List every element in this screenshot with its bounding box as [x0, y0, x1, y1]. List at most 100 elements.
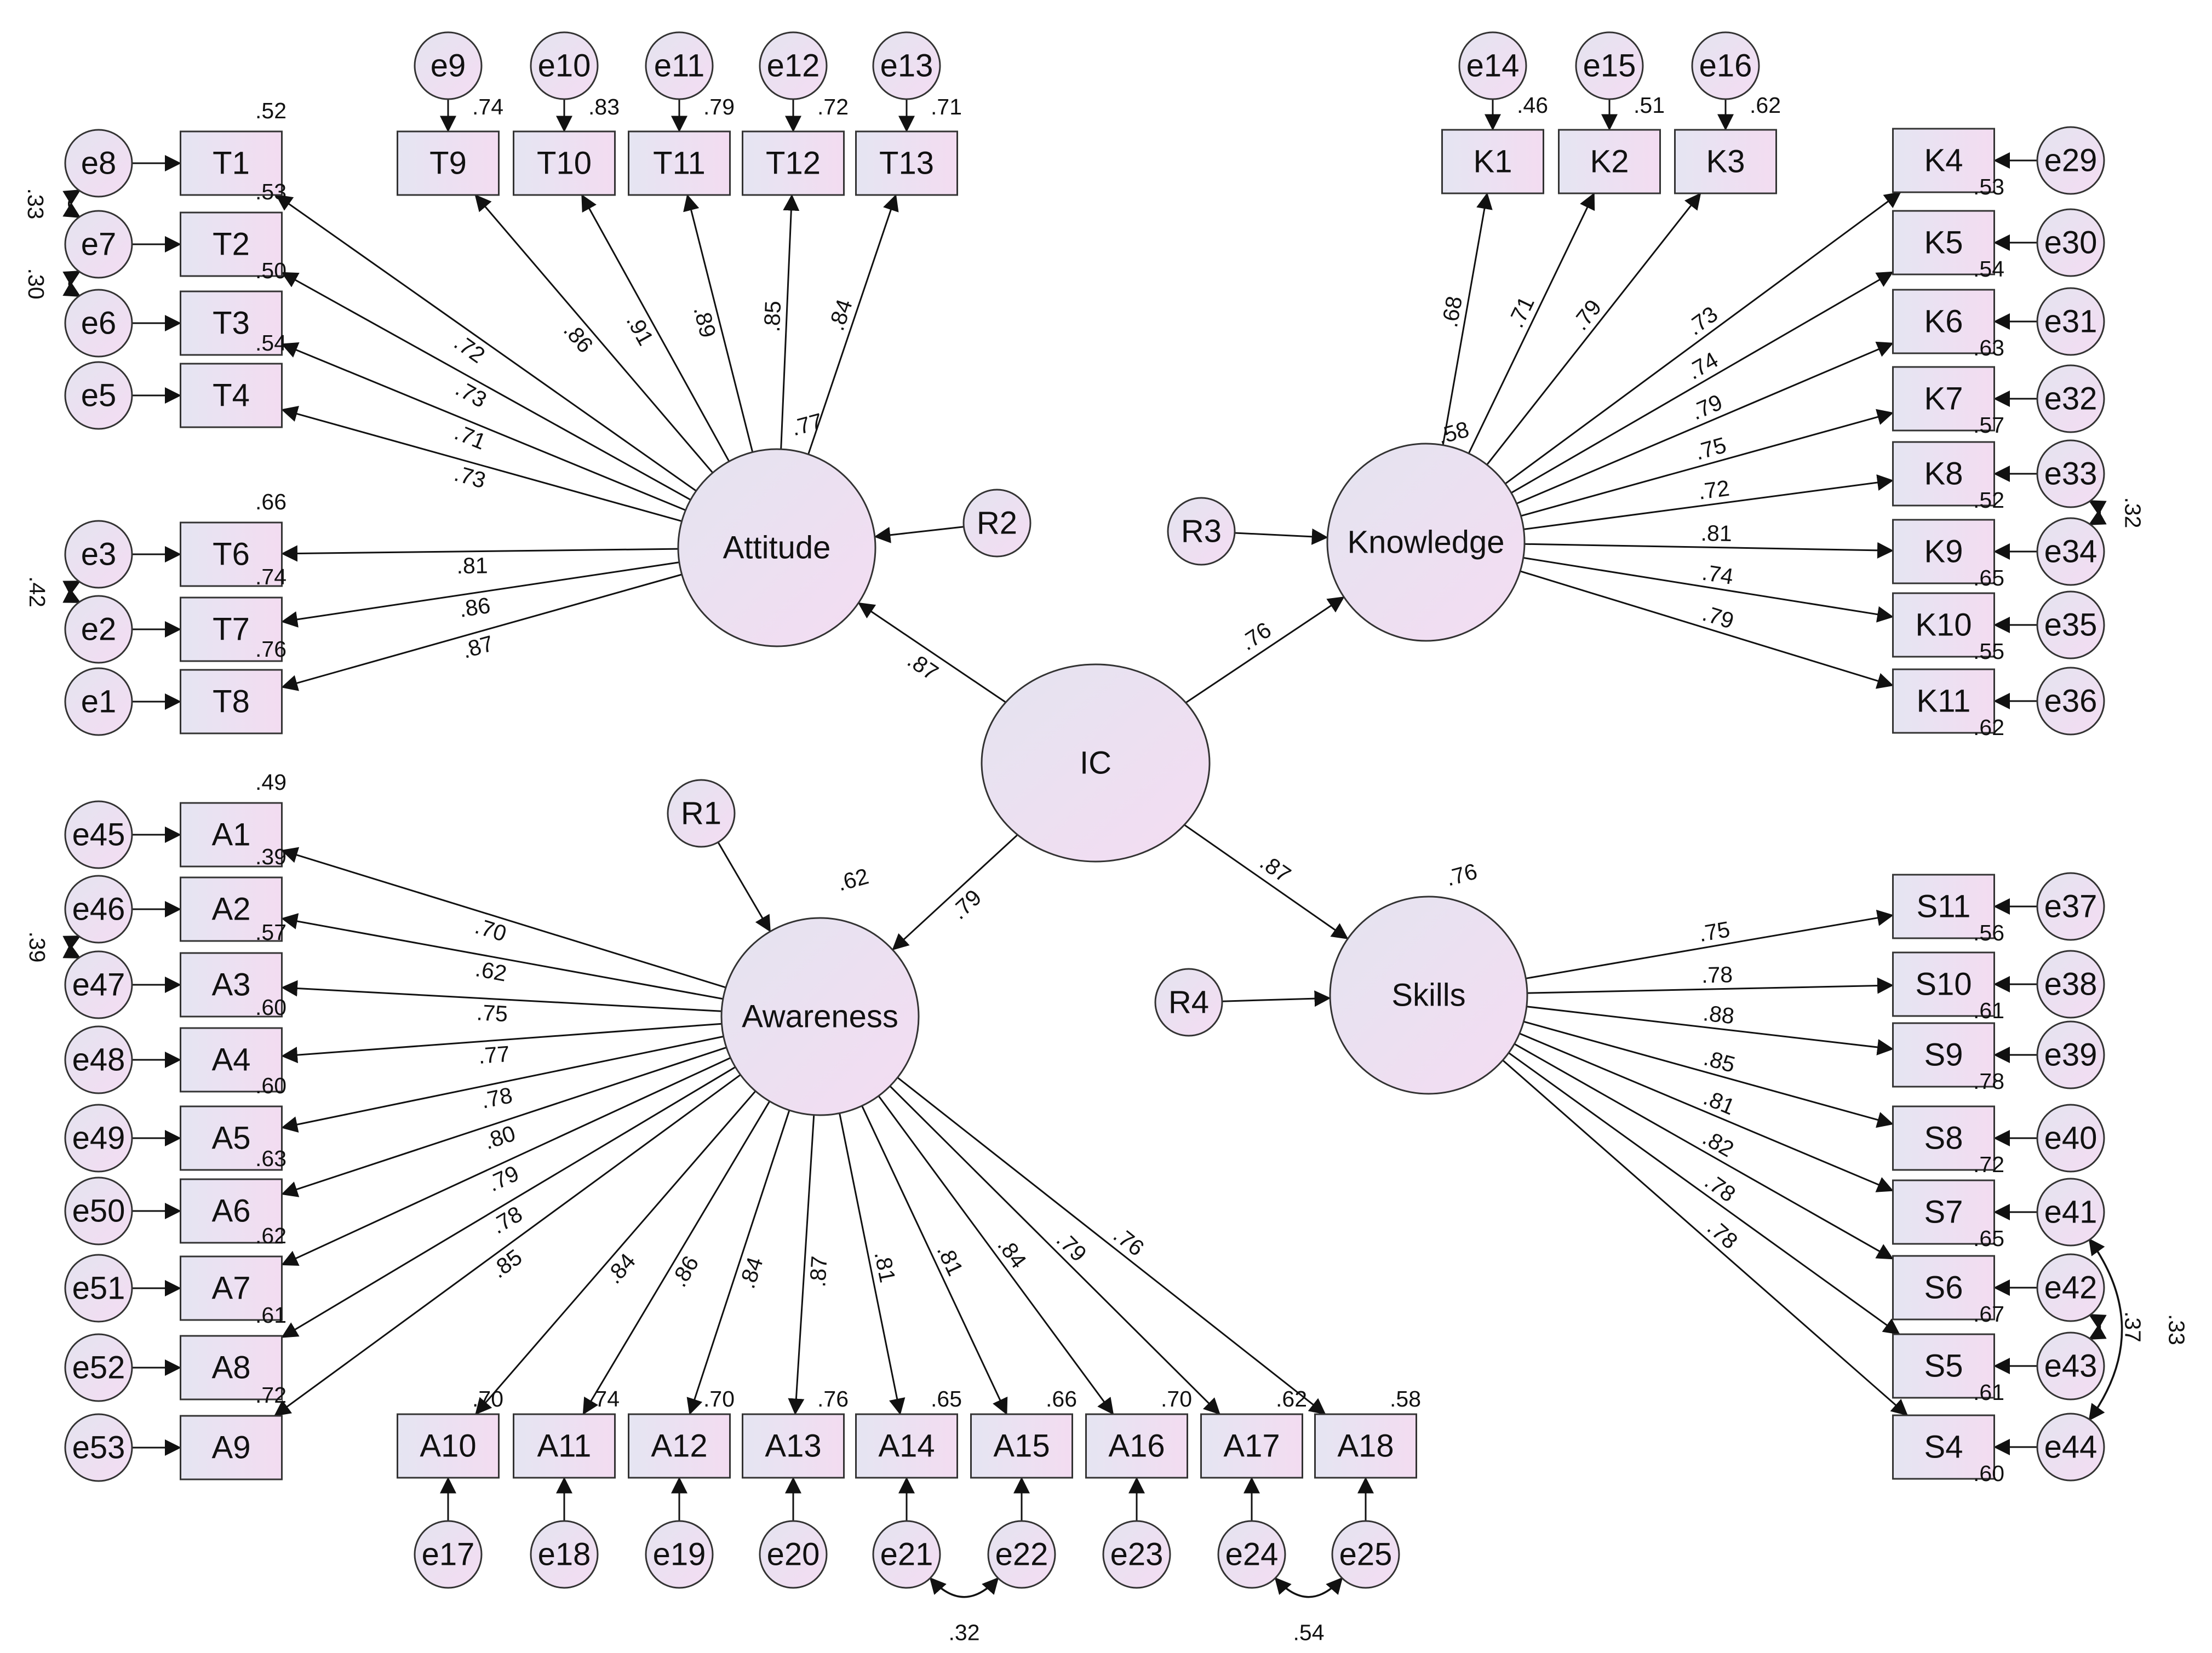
loading-path-t8 [281, 573, 683, 691]
r2-label-a2: .39 [255, 844, 286, 869]
indicator-k3 [1674, 129, 1777, 194]
error-e24 [1217, 1520, 1286, 1589]
indicator-a16 [1085, 1413, 1188, 1479]
error-label-e41: e41 [2044, 1195, 2098, 1230]
indicator-a5 [180, 1105, 283, 1171]
indicator-a7 [180, 1255, 283, 1321]
loading-path-t12 [780, 194, 800, 450]
error-e14 [1458, 31, 1527, 100]
r2-label-s8: .72 [1973, 1152, 2004, 1177]
indicator-label-k5: K5 [1924, 225, 1963, 261]
loading-path-s5 [1508, 1052, 1900, 1335]
r2-label-a18: .58 [1390, 1386, 1421, 1411]
error-e18 [530, 1520, 599, 1589]
error-label-e45: e45 [72, 817, 125, 853]
loading-path-a9 [274, 1074, 741, 1417]
loading-label-a5: .78 [479, 1082, 514, 1114]
loading-path-t1 [276, 194, 697, 492]
error-e11 [645, 31, 714, 100]
error-e38 [2036, 950, 2105, 1019]
indicator-a11 [513, 1413, 616, 1479]
loading-label-s6: .82 [1699, 1124, 1738, 1162]
r2-label-s7: .65 [1973, 1226, 2004, 1251]
loading-path-k2 [1468, 192, 1595, 454]
indicator-k9 [1892, 519, 1995, 584]
r2-label-a5: .60 [255, 1073, 286, 1098]
covariance-e8-e7 [62, 189, 81, 219]
indicator-k4 [1892, 128, 1995, 193]
error-label-e14: e14 [1466, 48, 1520, 84]
covariance-label-e24-e25: .54 [1293, 1620, 1325, 1645]
structural-label-skills: .87 [1256, 849, 1296, 887]
indicator-k5 [1892, 210, 1995, 276]
r2-label-t4: .54 [255, 330, 286, 355]
loading-path-a7 [281, 1057, 731, 1266]
r2-label-s9: .78 [1973, 1069, 2004, 1094]
error-label-e5: e5 [81, 378, 117, 414]
r2-label-a11: .74 [588, 1386, 620, 1411]
indicator-s7 [1892, 1179, 1995, 1245]
indicator-label-k1: K1 [1474, 144, 1512, 180]
indicator-t4 [180, 363, 283, 428]
structural-label-attitude: .87 [903, 647, 943, 685]
error-e43 [2036, 1331, 2105, 1401]
r2-label-t7: .74 [255, 564, 286, 589]
indicator-t6 [180, 521, 283, 587]
error-e16 [1691, 31, 1760, 100]
loading-label-k5: .74 [1683, 347, 1722, 384]
indicator-k2 [1558, 129, 1661, 194]
indicator-a3 [180, 952, 283, 1018]
r2-label-s4: .60 [1973, 1461, 2004, 1486]
error-label-e47: e47 [72, 967, 125, 1003]
residual-r4 [1154, 968, 1223, 1037]
error-label-e25: e25 [1339, 1537, 1392, 1572]
indicator-label-k8: K8 [1924, 456, 1963, 492]
error-e23 [1102, 1520, 1171, 1589]
loading-path-a12 [686, 1110, 790, 1415]
loading-label-a13: .87 [805, 1255, 832, 1288]
error-label-e11: e11 [654, 48, 704, 84]
indicator-a1 [180, 802, 283, 868]
covariance-label-e46-e47: .39 [25, 932, 50, 963]
error-e31 [2036, 287, 2105, 356]
error-label-e32: e32 [2044, 381, 2098, 417]
latent-r2-attitude: .77 [789, 408, 826, 440]
error-e35 [2036, 590, 2105, 659]
latent-r2-skills: .76 [1443, 858, 1480, 891]
r2-label-s10: .61 [1973, 998, 2004, 1023]
error-label-e2: e2 [81, 612, 117, 647]
error-e42 [2036, 1253, 2105, 1322]
residual-path-r2 [874, 526, 964, 543]
indicator-label-t8: T8 [213, 684, 250, 720]
r2-label-a7: .62 [255, 1223, 286, 1248]
error-label-e39: e39 [2044, 1037, 2098, 1073]
indicator-t12 [742, 130, 845, 196]
error-label-e33: e33 [2044, 456, 2098, 492]
indicator-a14 [855, 1413, 958, 1479]
residual-label-r1: R1 [681, 796, 721, 831]
error-label-e22: e22 [995, 1537, 1048, 1572]
r2-label-k9: .65 [1973, 565, 2004, 590]
indicator-a18 [1314, 1413, 1417, 1479]
error-label-e48: e48 [72, 1042, 125, 1078]
indicator-label-t13: T13 [879, 146, 934, 181]
loading-label-a2: .62 [473, 956, 508, 986]
indicator-t11 [628, 130, 731, 196]
indicator-label-t12: T12 [766, 146, 821, 181]
error-e40 [2036, 1104, 2105, 1173]
r2-label-k2: .51 [1634, 93, 1665, 118]
error-label-e43: e43 [2044, 1348, 2098, 1384]
indicator-t13 [855, 130, 958, 196]
loading-path-k10 [1523, 556, 1894, 623]
indicator-label-a8: A8 [212, 1350, 251, 1386]
residual-path-r3 [1234, 528, 1328, 545]
loading-label-k3: .79 [1567, 295, 1606, 335]
error-label-e49: e49 [72, 1121, 125, 1156]
indicator-label-a10: A10 [420, 1428, 476, 1464]
indicator-label-a18: A18 [1337, 1428, 1394, 1464]
r2-label-k5: .54 [1973, 256, 2004, 282]
loading-label-t13: .84 [823, 296, 857, 334]
error-label-e34: e34 [2044, 534, 2098, 570]
r2-label-a14: .65 [931, 1386, 962, 1411]
